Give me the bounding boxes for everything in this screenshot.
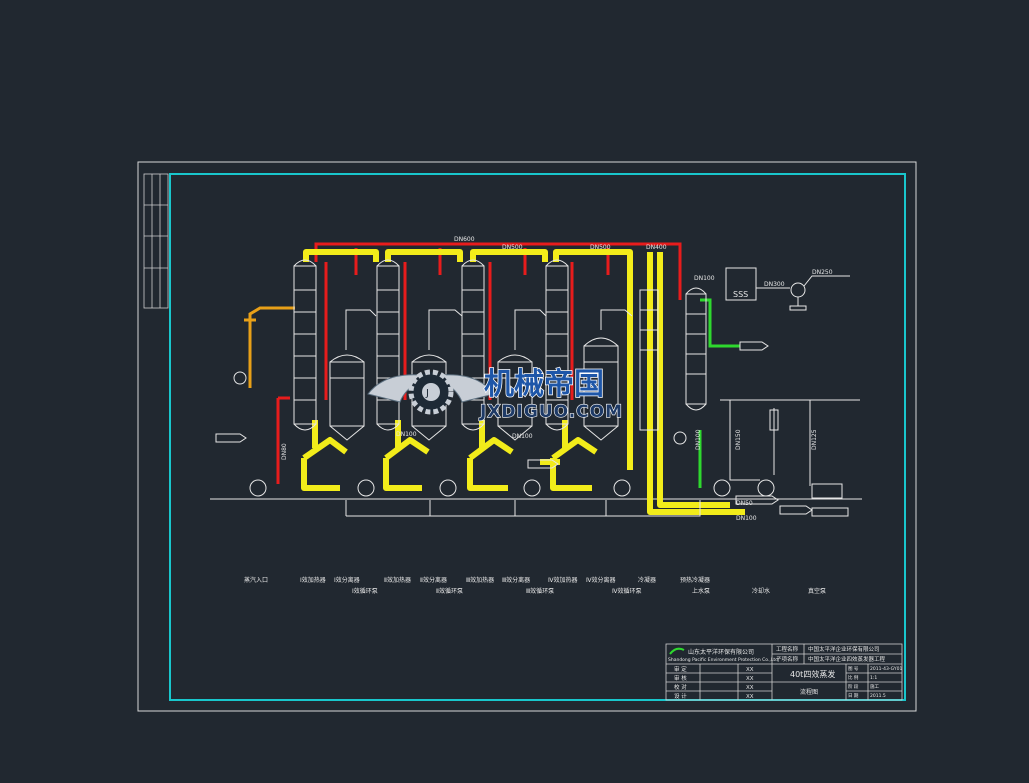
label-condenser: 冷凝器 bbox=[638, 576, 656, 584]
title-block bbox=[665, 643, 903, 701]
label-steam-inlet: 蒸汽入口 bbox=[244, 576, 268, 584]
label-feed-pump: 上水泵 bbox=[692, 587, 710, 595]
tag-dn-low-2: DN100 bbox=[736, 515, 757, 522]
row-sign-1: XX bbox=[746, 667, 754, 673]
water-outlet-tag bbox=[739, 341, 769, 351]
title-block-text: 山东太平洋环保有限公司 Shandong Pacific Environment… bbox=[668, 645, 902, 700]
condenser bbox=[639, 289, 659, 431]
row-sign-3: XX bbox=[746, 685, 754, 691]
effect-3-heater bbox=[461, 259, 485, 431]
outer-border bbox=[137, 161, 917, 712]
svg-text:J: J bbox=[425, 388, 429, 399]
flow-meter-icon bbox=[673, 431, 687, 445]
label-heater-3: Ⅲ效加热器 bbox=[466, 576, 494, 584]
watermark-cn: 机械帝国 bbox=[484, 367, 604, 402]
meta-val-3: 施工 bbox=[870, 683, 879, 690]
meta-val-1: 2011-43-GY01 bbox=[870, 666, 902, 672]
meta-val-2: 1:1 bbox=[870, 675, 877, 681]
drawing-sub: 流程图 bbox=[800, 688, 818, 696]
gear-wings-logo: J bbox=[367, 369, 495, 415]
tag-dn-vert-c: DN150 bbox=[735, 429, 742, 450]
vapor-feed-line bbox=[244, 306, 295, 388]
effect-1-heater bbox=[293, 259, 317, 431]
vacuum-pump-code: SSS bbox=[733, 290, 748, 299]
company-cn: 山东太平洋环保有限公司 bbox=[688, 648, 754, 656]
vacuum-tank bbox=[811, 483, 843, 499]
label-heater-2: Ⅱ效加热器 bbox=[384, 576, 411, 584]
revision-strip bbox=[143, 173, 169, 309]
tag-dn-top-5: DN100 bbox=[694, 275, 715, 282]
pipe-size-tags: DN600 DN500 DN500 DN400 DN100 DN300 DN25… bbox=[281, 236, 833, 522]
tag-dn-top-1: DN600 bbox=[454, 236, 475, 243]
label-pump-2: Ⅱ效循环泵 bbox=[436, 587, 463, 595]
label-separator-1: Ⅰ效分离器 bbox=[334, 576, 360, 584]
row-label-3: 校 对 bbox=[674, 683, 687, 691]
effect-4-separator bbox=[583, 337, 619, 441]
effect-1-separator bbox=[329, 354, 365, 441]
meta-key-3: 阶 段 bbox=[848, 683, 859, 690]
watermark-en: JXDIGUO.COM bbox=[479, 402, 623, 422]
label-cooling-water: 冷却水 bbox=[752, 587, 770, 595]
tag-dn-top-4: DN400 bbox=[646, 244, 667, 251]
tag-dn-vert-b: DN100 bbox=[695, 429, 702, 450]
label-separator-3: Ⅲ效分离器 bbox=[502, 576, 530, 584]
label-heater-4: Ⅳ效加热器 bbox=[548, 576, 578, 584]
meta-key-5: 日 期 bbox=[848, 693, 859, 699]
inner-frame bbox=[169, 173, 906, 701]
effect-2-heater bbox=[376, 259, 400, 431]
row-sign-4: XX bbox=[746, 694, 754, 700]
preheat-condenser bbox=[685, 287, 707, 411]
effect-3-separator bbox=[497, 354, 533, 441]
label-preheat-condenser: 预热冷凝器 bbox=[680, 576, 710, 584]
label-vacuum-pump: 真空泵 bbox=[808, 587, 826, 595]
liquid-lines bbox=[301, 249, 745, 515]
meta-val-5: 2011.5 bbox=[870, 693, 886, 699]
label-heater-1: Ⅰ效加热器 bbox=[300, 576, 326, 584]
label-pump-1: Ⅰ效循环泵 bbox=[352, 587, 378, 595]
company-logo bbox=[669, 647, 685, 655]
pressure-gauge-icon bbox=[233, 371, 247, 385]
row-label-1: 审 定 bbox=[674, 665, 687, 673]
project-name: 中国太平洋企业环保有限公司 bbox=[808, 645, 880, 653]
effect-4-heater bbox=[545, 259, 569, 431]
label-separator-4: Ⅳ效分离器 bbox=[586, 576, 616, 584]
steam-inlet-tag bbox=[215, 433, 247, 443]
water-line bbox=[698, 298, 740, 488]
item-name: 中国太平洋企业四效蒸发器工程 bbox=[808, 655, 886, 663]
tag-dn-right-2: DN250 bbox=[812, 269, 833, 276]
label-pump-4: Ⅳ效循环泵 bbox=[612, 587, 642, 595]
row-label-4: 设 计 bbox=[674, 692, 687, 700]
circulation-pumps bbox=[249, 479, 775, 497]
meta-key-2: 比 例 bbox=[848, 674, 859, 681]
tag-dn-vert-d: DN125 bbox=[811, 429, 818, 450]
tag-dn-top-2: DN500 bbox=[502, 244, 523, 251]
tag-dn-vert-a: DN80 bbox=[281, 443, 288, 460]
row-label-2: 审 核 bbox=[674, 674, 687, 682]
row-sign-2: XX bbox=[746, 676, 754, 682]
project-label: 工程名称 bbox=[776, 645, 799, 653]
company-en: Shandong Pacific Environment Protection … bbox=[668, 657, 778, 663]
meta-key-1: 图 号 bbox=[848, 666, 859, 672]
tag-dn-right-1: DN300 bbox=[764, 281, 785, 288]
watermark: J 机械帝国 JXDIGUO.COM bbox=[367, 366, 623, 423]
tag-dn-top-3: DN500 bbox=[590, 244, 611, 251]
drawing-title: 40t四效蒸发 bbox=[790, 669, 835, 679]
vacuum-pump-box bbox=[725, 267, 757, 301]
label-separator-2: Ⅱ效分离器 bbox=[420, 576, 447, 584]
tag-dn-mid: DN100 bbox=[396, 431, 417, 438]
tag-dn-low-1: DN50 bbox=[736, 500, 753, 507]
label-pump-3: Ⅲ效循环泵 bbox=[526, 587, 554, 595]
tag-dn-mid-2: DN100 bbox=[512, 433, 533, 440]
item-label: 子项名称 bbox=[776, 655, 799, 663]
vacuum-pump-icon bbox=[790, 282, 806, 298]
equipment-labels: 蒸汽入口 Ⅰ效加热器 Ⅰ效分离器 Ⅱ效加热器 Ⅱ效分离器 Ⅲ效加热器 Ⅲ效分离器… bbox=[244, 576, 826, 595]
